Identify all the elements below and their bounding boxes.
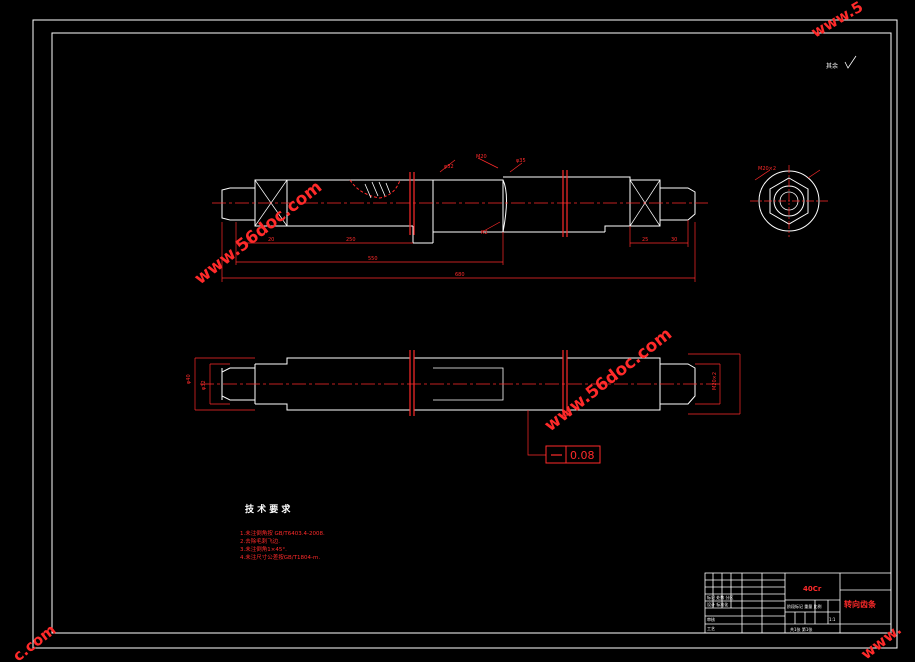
dim-text-6: 30 [671,237,677,243]
tech-req-item-3: 3.未注倒角1×45°. [240,545,287,553]
title-row-2: 设计 标准化 [707,601,728,607]
tolerance-value: 0.08 [570,449,595,462]
watermark-partial-top: www.5 [808,0,866,41]
dimension-lines-bottom [194,353,741,456]
dim-text-14: M20×2 [712,372,718,390]
dim-text-9: R2 [481,230,488,236]
title-row-3: 审核 [707,616,715,622]
dimension-lines-top [221,157,696,282]
tech-requirements-title: 技 术 要 求 [245,503,291,515]
watermark-partial-bottom-right: www. [857,620,905,662]
watermark-2: www.56doc.com [541,324,676,436]
roughness-note-text: 其余 [826,62,838,70]
dim-text-12: φ40 [186,374,192,384]
title-block [704,572,892,634]
section-marks-bottom [409,350,568,416]
title-scale: 1:1 [829,617,836,622]
dim-text-1: 20 [268,237,274,243]
title-row-1: 标记 处数 分区 [707,594,734,600]
tolerance-frame: 0.08 [545,445,601,464]
roughness-note: 其余 [826,55,857,70]
tech-req-item-1: 1.未注倒角按 GB/T6403.4-2008. [240,529,325,537]
dim-text-10: φ35 [516,158,526,164]
title-sheet: 共1张 第1张 [790,626,812,632]
dim-text-13: φ32 [201,380,207,390]
dim-text-8: M20 [476,154,487,160]
dim-text-4: 680 [455,272,465,278]
dim-text-7: φ32 [444,164,454,170]
dim-text-11: M20×2 [758,166,776,172]
title-stage-label: 阶段标记 重量 比例 [787,603,822,609]
tech-requirements: 技 术 要 求 1.未注倒角按 GB/T6403.4-2008. 2.去除毛刺飞… [240,503,325,561]
tech-req-item-2: 2.去除毛刺飞边. [240,537,280,545]
watermark-partial-bottom-left: c.com [9,621,59,662]
section-marks-top [409,170,568,237]
watermark-1: www.56doc.com [191,177,326,289]
title-part-name: 转向齿条 [844,599,877,609]
dim-text-2: 250 [346,237,356,243]
title-row-4: 工艺 [707,626,715,631]
shaft-end-view: M20×2 [750,165,828,237]
inner-frame [51,32,892,634]
outer-frame [32,19,898,649]
tech-req-item-4: 4.未注尺寸公差按GB/T1804-m. [240,553,320,561]
dim-text-3: 550 [368,256,378,262]
title-material: 40Cr [803,585,822,593]
dim-text-5: 25 [642,237,648,243]
